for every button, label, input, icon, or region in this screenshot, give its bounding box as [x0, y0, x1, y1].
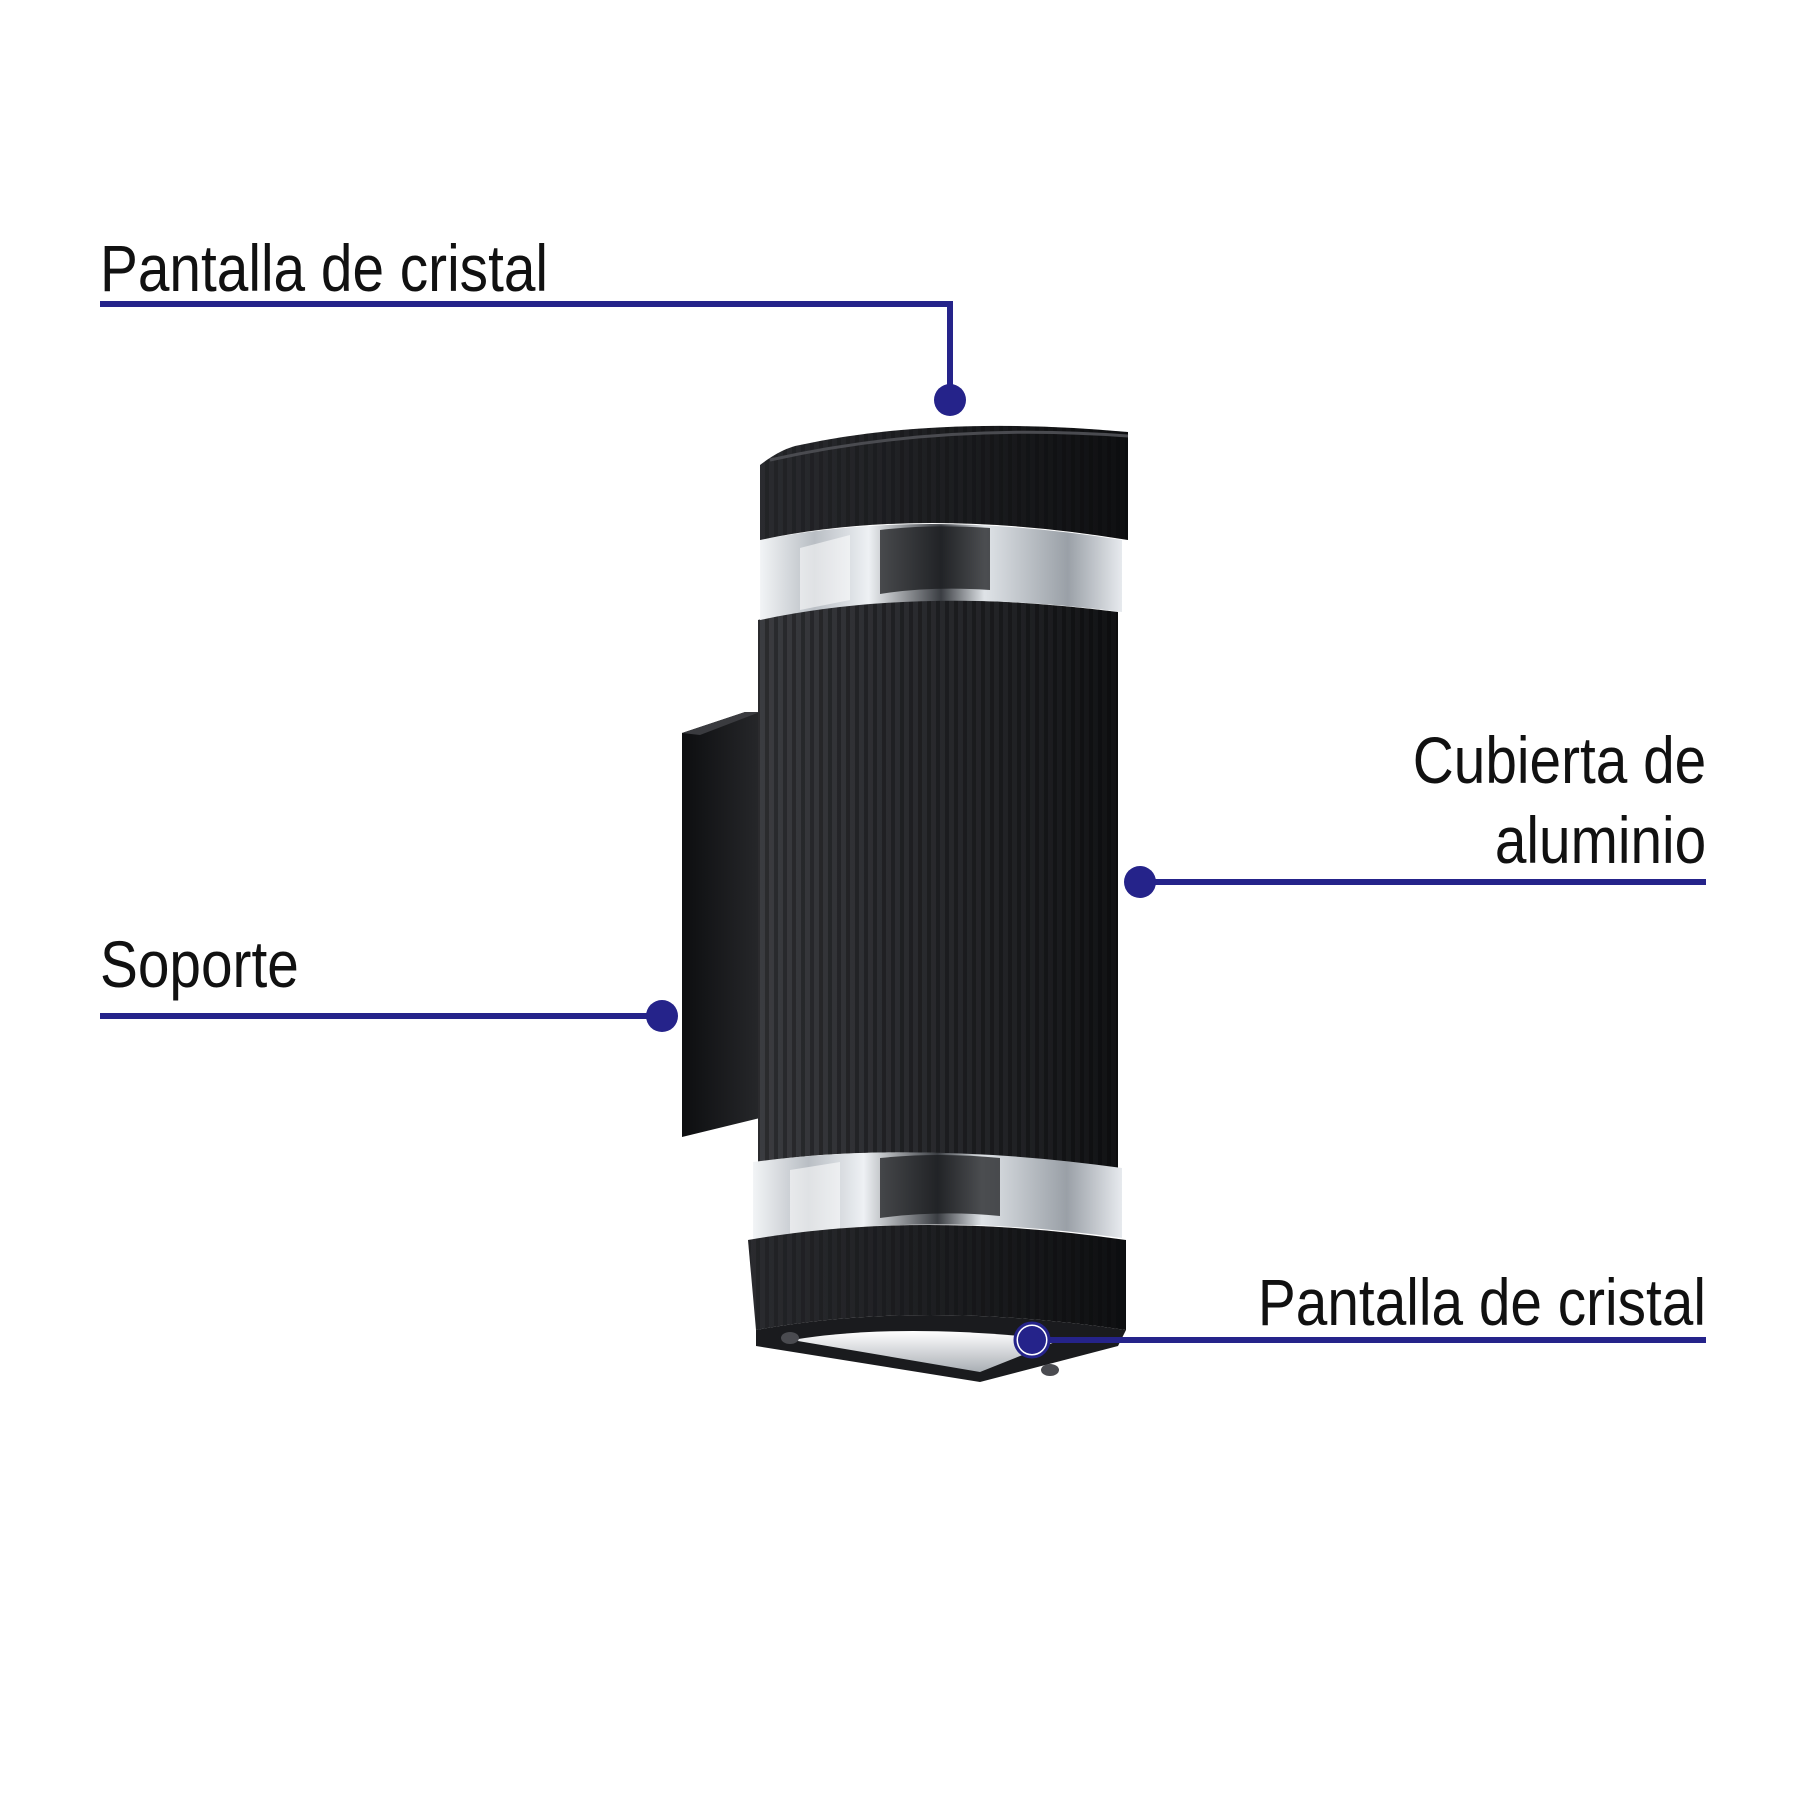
label-aluminum-cover: Cubierta de aluminio [1413, 720, 1706, 880]
label-top-glass: Pantalla de cristal [100, 231, 549, 305]
callout-bracket-dot [646, 1000, 678, 1032]
callout-bracket-leader [100, 1000, 678, 1032]
label-bottom-glass: Pantalla de cristal [1257, 1265, 1706, 1339]
label-aluminum-cover-line-1: Cubierta de [1412, 723, 1706, 797]
callout-bottom-glass-leader [1013, 1321, 1706, 1359]
callout-top-glass-leader [100, 301, 966, 416]
label-aluminum-cover-line-2: aluminio [1494, 803, 1706, 877]
label-bracket: Soporte [100, 927, 299, 1001]
callout-aluminum-dot [1124, 866, 1156, 898]
aluminum-housing [758, 600, 1118, 1168]
upper-glass-ring [760, 524, 1122, 620]
bottom-cap [748, 1225, 1126, 1382]
callout-top-glass-dot [934, 384, 966, 416]
top-cap [760, 425, 1129, 540]
wall-bracket [682, 712, 760, 1137]
callout-aluminum-leader [1124, 866, 1706, 898]
lower-glass-ring [753, 1152, 1122, 1240]
callout-bottom-glass-dot [1018, 1326, 1046, 1354]
